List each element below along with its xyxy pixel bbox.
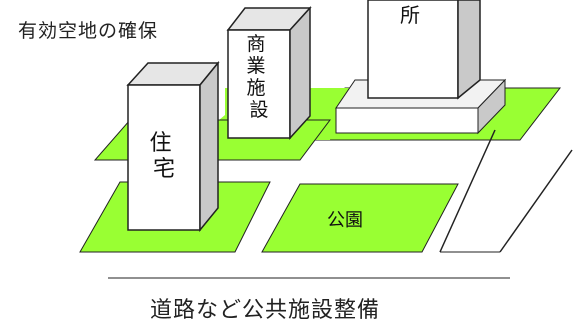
office-tower-side [457,0,481,100]
bottom-caption: 道路など公共施設整備 [150,298,381,323]
road-line-1 [439,129,496,253]
diagram-title: 有効空地の確保 [18,20,159,42]
commercial-label-char-4: 設 [249,99,268,121]
residential-label-char-2: 宅 [153,157,175,182]
road-line-2 [499,149,573,253]
residential-label-char-1: 住 [149,131,171,156]
office-base-front [335,107,479,134]
commercial-label-char-2: 業 [246,55,265,77]
residential-label: 住 宅 [149,131,178,182]
office-base-side [477,78,506,135]
office-label: 所 [400,3,420,27]
commercial-label-char-3: 施 [246,77,265,99]
residential-side [199,60,219,233]
park-lot [261,183,459,253]
commercial-label: 商 業 施 設 [246,33,271,121]
park-label: 公園 [327,210,363,231]
commercial-label-char-1: 商 [246,33,265,55]
commercial-side [289,6,311,140]
